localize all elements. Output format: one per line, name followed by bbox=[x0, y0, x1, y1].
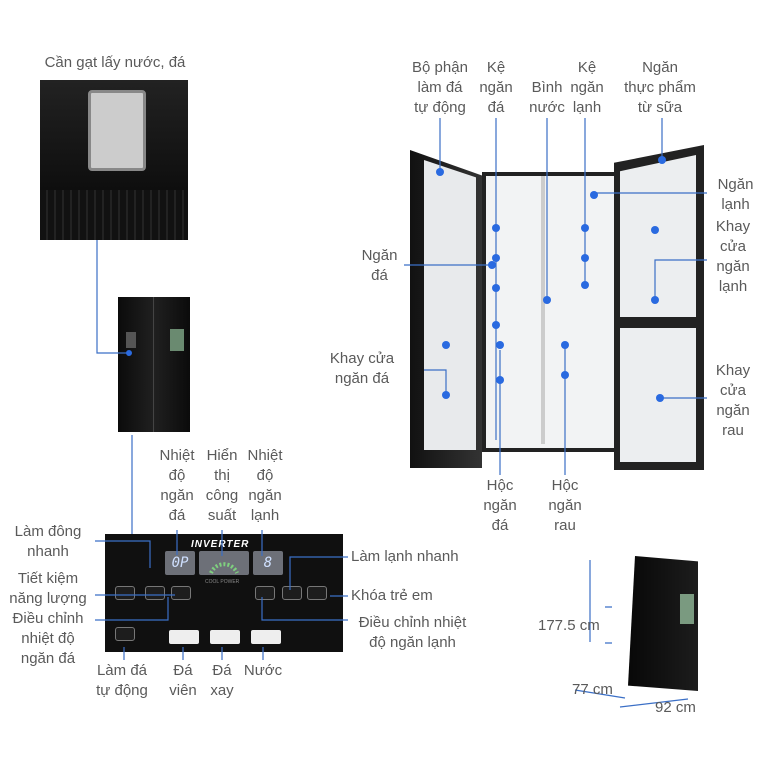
fridge-temp-button[interactable] bbox=[255, 586, 275, 600]
power-display bbox=[199, 551, 249, 575]
label-quick-cool: Làm lạnh nhanh bbox=[351, 548, 459, 565]
label-veg-drawer: Hộc ngăn rau bbox=[548, 477, 582, 534]
fridge-temp-display: 8 bbox=[253, 551, 283, 575]
fridge-dimension-photo bbox=[628, 556, 698, 691]
cubed-ice-button[interactable] bbox=[169, 630, 199, 644]
dispenser-photo bbox=[40, 80, 188, 240]
label-cubed-ice: Đá viên bbox=[169, 662, 197, 699]
label-child-lock: Khóa trẻ em bbox=[351, 587, 433, 604]
quick-cool-button[interactable] bbox=[282, 586, 302, 600]
water-button[interactable] bbox=[251, 630, 281, 644]
dimension-height: 177.5 cm bbox=[538, 617, 600, 634]
label-dairy-compartment: Ngăn thực phẩm từ sữa bbox=[624, 59, 696, 116]
inverter-logo: INVERTER bbox=[191, 539, 250, 550]
label-freezer-adjust: Điều chỉnh nhiệt độ ngăn đá bbox=[12, 610, 84, 667]
cool-power-caption: COOL POWER bbox=[205, 579, 240, 585]
quick-freeze-button[interactable] bbox=[145, 586, 165, 600]
label-power-display: Hiển thị công suất bbox=[205, 447, 239, 524]
dispenser-label: Cần gạt lấy nước, đá bbox=[44, 54, 186, 71]
child-lock-button[interactable] bbox=[307, 586, 327, 600]
label-energy-saving: Tiết kiệm năng lượng bbox=[9, 570, 87, 607]
label-fridge-adjust: Điều chỉnh nhiệt độ ngăn lạnh bbox=[358, 614, 467, 651]
dimension-width: 92 cm bbox=[655, 699, 696, 716]
freezer-temp-button[interactable] bbox=[171, 586, 191, 600]
label-freezer-drawer: Hộc ngăn đá bbox=[483, 477, 517, 534]
label-freezer-compartment: Ngăn đá bbox=[361, 247, 398, 284]
label-water: Nước bbox=[243, 662, 283, 679]
freezer-temp-display: 0P bbox=[165, 551, 195, 575]
auto-ice-button[interactable] bbox=[115, 627, 135, 641]
label-veg-door-tray: Khay cửa ngăn rau bbox=[715, 362, 751, 439]
energy-saving-button[interactable] bbox=[115, 586, 135, 600]
label-crushed-ice: Đá xay bbox=[210, 662, 234, 699]
control-panel: INVERTER 0P 8 COOL POWER bbox=[105, 534, 343, 652]
label-auto-ice: Làm đá tự động bbox=[96, 662, 148, 699]
label-fridge-compartment: Ngăn lạnh bbox=[717, 176, 754, 213]
label-freezer-door-tray: Khay cửa ngăn đá bbox=[329, 350, 395, 387]
dimension-depth: 77 cm bbox=[572, 681, 613, 698]
label-quick-freeze: Làm đông nhanh bbox=[14, 523, 82, 560]
label-ice-maker: Bộ phận làm đá tự động bbox=[412, 59, 468, 116]
crushed-ice-button[interactable] bbox=[210, 630, 240, 644]
label-fridge-door-tray: Khay cửa ngăn lạnh bbox=[715, 218, 751, 295]
label-freezer-temp: Nhiệt độ ngăn đá bbox=[159, 447, 195, 524]
label-fridge-temp: Nhiệt độ ngăn lạnh bbox=[247, 447, 283, 524]
label-fridge-shelf: Kệ ngăn lạnh bbox=[570, 59, 604, 116]
label-water-tank: Bình nước bbox=[529, 79, 565, 116]
label-freezer-shelf: Kệ ngăn đá bbox=[479, 59, 513, 116]
fridge-front-photo bbox=[118, 297, 190, 432]
